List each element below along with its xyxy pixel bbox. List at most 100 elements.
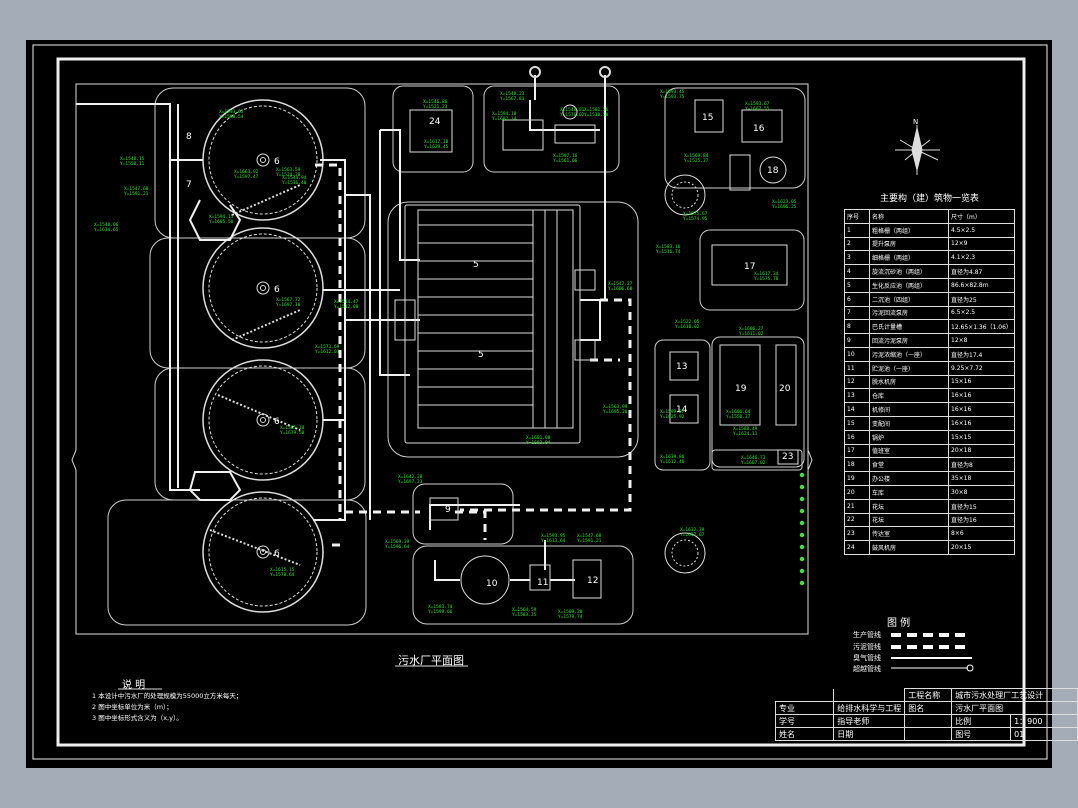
table-cell: 巴氏计量槽 [869,319,949,335]
tb-project-label: 工程名称 [904,688,953,702]
legend-production-line: 生产管线 [853,631,881,639]
table-cell: 9 [844,333,870,348]
table-cell: 回流污泥泵房 [869,333,949,348]
table-cell: 5 [844,277,870,293]
coordinate-label: X=1606.27 Y=1611.02 [739,327,764,337]
table-cell: 86.6×82.8m [948,277,1015,293]
table-cell: 15×16 [948,374,1015,390]
table-cell: 8 [844,319,870,335]
table-cell: 花坛 [869,512,949,528]
table-cell: 细格栅（两组） [869,250,949,266]
table-cell: 车库 [869,484,949,500]
table-header-row: 序号 名称 尺寸（m） [844,209,1015,224]
table-cell: 21 [844,498,870,514]
coordinate-label: X=1547.27 Y=1606.68 [608,282,633,292]
coordinate-label: X=1544.94 Y=1536.40 [282,176,307,186]
notes-line-1: 1 本设计中污水厂的处理规模为55000立方米每天； [92,692,243,700]
building-number: 8 [186,132,192,142]
tb-scale-label: 比例 [951,714,1012,728]
table-cell: 变配间 [869,415,949,431]
coordinate-label: X=1546.86 Y=1521.23 [423,100,448,110]
table-cell: 12×9 [948,236,1015,252]
table-cell: 11 [844,360,870,376]
coordinate-label: X=1632.39 Y=1617.07 [680,528,705,538]
table-cell: 22 [844,512,870,528]
tb-major-value: 给排水科学与工程 [833,701,906,715]
table-cell: 1 [844,222,870,238]
coordinate-label: X=1639.86 Y=1612.46 [660,455,685,465]
building-number: 13 [676,362,688,372]
table-cell: 12.65×1.36（1.06） [948,319,1015,335]
tb-project-value: 城市污水处理厂工艺设计 [951,688,1078,702]
title-block: 工程名称 城市污水处理厂工艺设计 专业 给排水科学与工程 图名 污水厂平面图 学… [774,688,1078,741]
coordinate-label: X=1569.39 Y=1596.64 [385,540,410,550]
table-cell: 4.1×2.3 [948,250,1015,266]
building-number: 17 [744,262,756,272]
coordinate-label: X=1522.05 Y=1610.02 [675,320,700,330]
table-cell: 9.25×7.72 [948,360,1015,376]
building-number: 12 [587,576,599,586]
table-cell: 脱水机房 [869,374,949,390]
building-number: 6 [274,157,280,167]
north-arrow-icon [895,125,940,175]
coordinate-label: X=1617.18 Y=1629.45 [424,140,449,150]
coordinate-label: X=1593.45 Y=1593.75 [660,90,685,100]
table-cell: 7 [844,305,870,321]
coordinate-label: X=1594.15 Y=1605.50 [209,215,234,225]
table-cell: 20 [844,484,870,500]
table-cell: 6.5×2.5 [948,305,1015,321]
building-number: 10 [486,579,498,589]
coordinate-label: X=1615.15 Y=1578.64 [270,568,295,578]
tb-drawing-value: 污水厂平面图 [951,701,1078,715]
table-cell: 16×16 [948,402,1015,417]
structures-table-title: 主要构（建）筑物一览表 [880,194,980,204]
building-number: 5 [473,260,479,270]
table-cell: 花坛 [869,498,949,514]
coordinate-label: X=1583.16 Y=1536.74 [656,245,681,255]
table-cell: 鼓风机房 [869,540,949,555]
tb-date-label: 日期 [833,727,906,741]
table-header: 尺寸（m） [948,209,1015,224]
notes-heading: 说 明 [122,680,146,691]
table-cell: 生化反应池（两组） [869,277,949,293]
table-cell: 机修间 [869,402,949,417]
table-cell: 16×16 [948,388,1015,404]
building-number: 23 [782,452,794,462]
table-cell: 旋流沉砂池（两组） [869,264,949,279]
coordinate-label: X=1548.23 Y=1567.81 [500,92,525,102]
coordinate-label: X=1594.18 Y=1682.14 [492,112,517,122]
tb-scale-value: 1：900 [1010,714,1078,728]
table-cell: 2 [844,236,870,252]
coordinate-label: X=1588.49 Y=1624.11 [733,427,758,437]
coordinate-label: X=1606.64 Y=1550.27 [726,410,751,420]
tb-teacher-label: 指导老师 [833,714,906,728]
table-cell: 15×15 [948,429,1015,445]
table-cell: 直径为4.87 [948,264,1015,279]
tb-student-label: 学号 [774,714,835,728]
coordinate-label: X=1547.68 Y=1591.21 [124,187,149,197]
table-cell: 12 [844,374,870,390]
table-cell: 4 [844,264,870,279]
table-cell: 贮泥池（一座） [869,360,949,376]
building-number: 9 [445,505,451,515]
table-cell: 二沉池（四组） [869,291,949,307]
table-cell: 16 [844,429,870,445]
table-cell: 办公楼 [869,471,949,486]
table-cell: 食堂 [869,457,949,473]
clarifier-4 [202,491,324,613]
table-cell: 20×18 [948,443,1015,459]
